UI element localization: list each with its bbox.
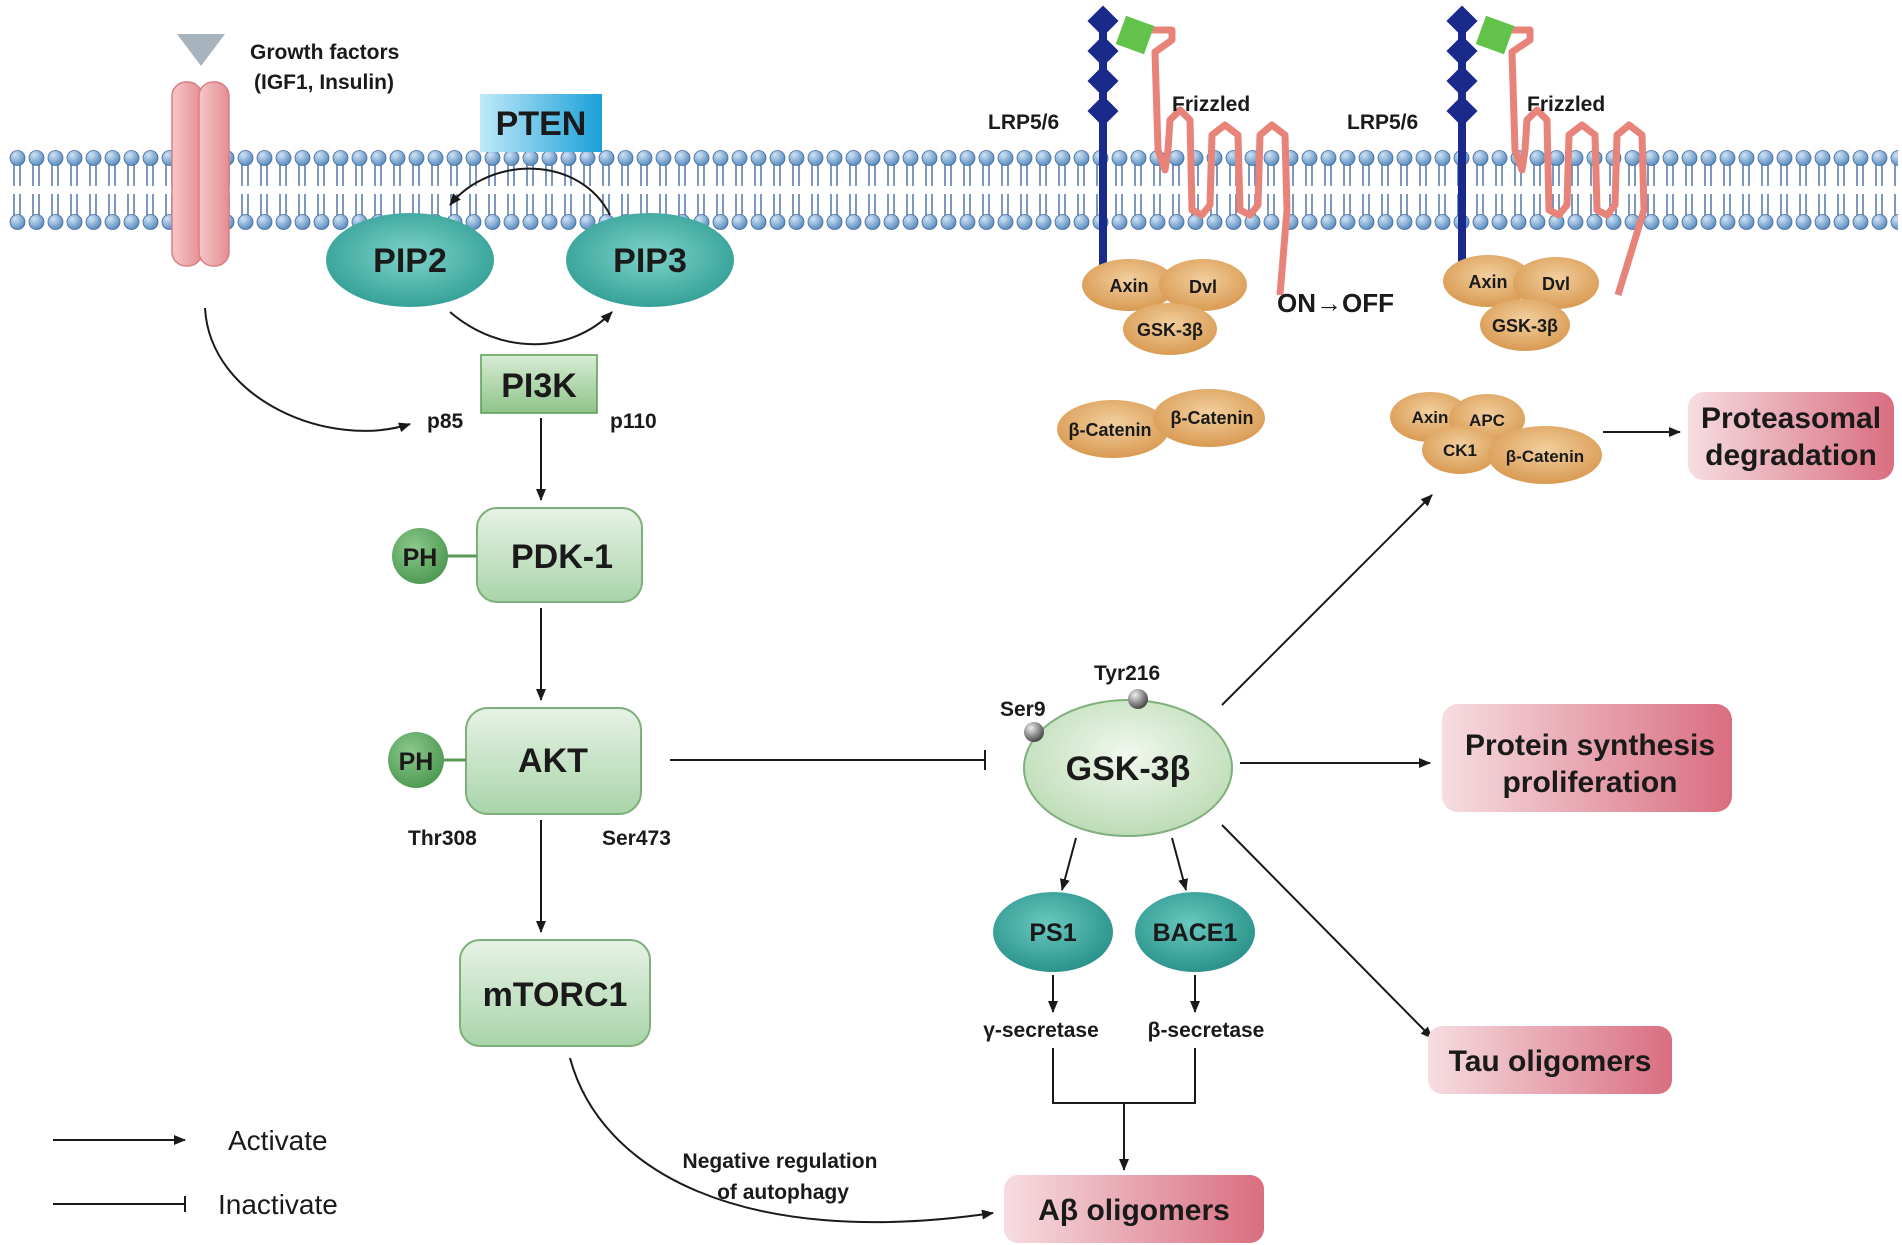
beta-catenin-node-3 bbox=[1488, 426, 1602, 484]
ck1-label: CK1 bbox=[1443, 441, 1477, 460]
dvl-node-2 bbox=[1513, 257, 1599, 309]
pdk1-ph-domain bbox=[392, 528, 448, 584]
cell-membrane bbox=[8, 150, 1898, 230]
gsk3b-to-bace1-arrow bbox=[1171, 837, 1188, 891]
pip2-label: PIP2 bbox=[373, 242, 447, 280]
beta-secretase-label: β-secretase bbox=[1148, 1019, 1265, 1042]
ser9-label: Ser9 bbox=[1000, 698, 1046, 721]
gsk3b-to-complex-arrow bbox=[1221, 494, 1433, 706]
axin-label-1: Axin bbox=[1109, 276, 1148, 296]
bace1-label: BACE1 bbox=[1153, 919, 1238, 947]
axin-label-2: Axin bbox=[1468, 272, 1507, 292]
beta-catenin-node-1 bbox=[1057, 400, 1169, 458]
pdk1-ph-label: PH bbox=[403, 544, 438, 572]
dvl-label-2: Dvl bbox=[1542, 274, 1570, 294]
frizzled-label-1: Frizzled bbox=[1172, 93, 1250, 116]
apc-label: APC bbox=[1469, 411, 1505, 430]
ps1-label: PS1 bbox=[1029, 919, 1076, 947]
beta-catenin-label-1: β-Catenin bbox=[1069, 420, 1152, 440]
gsk3b-to-tau-arrow bbox=[1221, 824, 1433, 1039]
beta-catenin-node-2 bbox=[1153, 389, 1265, 447]
gsk3b-node bbox=[1023, 699, 1233, 837]
gsk3b-small-label-2: GSK-3β bbox=[1492, 316, 1558, 336]
on-off-label: ON→OFF bbox=[1277, 288, 1394, 318]
axin-label-3: Axin bbox=[1412, 408, 1449, 427]
pdk1-label: PDK-1 bbox=[511, 538, 613, 576]
axin-node-2 bbox=[1443, 255, 1533, 307]
growth-factors-label: Growth factors bbox=[250, 41, 399, 64]
p110-label: p110 bbox=[610, 410, 657, 433]
ps1-node bbox=[993, 892, 1113, 972]
pi3k-label: PI3K bbox=[501, 367, 577, 405]
gsk3b-label: GSK-3β bbox=[1066, 750, 1191, 788]
growth-factor-receptor bbox=[171, 34, 230, 267]
protein-synthesis-label: Protein synthesis bbox=[1465, 729, 1715, 762]
growth-factors-sublabel: (IGF1, Insulin) bbox=[254, 71, 394, 94]
proteasomal-degradation-box bbox=[1688, 392, 1894, 480]
mtorc1-box bbox=[459, 939, 651, 1047]
dvl-label-1: Dvl bbox=[1189, 277, 1217, 297]
secretase-merge-line bbox=[1052, 1048, 1196, 1104]
akt-ph-domain bbox=[388, 732, 444, 788]
gsk3b-small-node-1 bbox=[1123, 303, 1217, 355]
legend: Activate Inactivate bbox=[53, 1125, 338, 1220]
pi3k-box bbox=[480, 354, 598, 414]
proliferation-label: proliferation bbox=[1502, 766, 1677, 799]
mtorc1-to-abeta-arrow bbox=[569, 1057, 994, 1224]
gsk3b-to-ps1-arrow bbox=[1060, 837, 1077, 891]
beta-catenin-label-3: β-Catenin bbox=[1506, 447, 1584, 466]
legend-inactivate-label: Inactivate bbox=[218, 1189, 338, 1220]
abeta-oligomers-box bbox=[1004, 1175, 1264, 1243]
of-autophagy-label: of autophagy bbox=[717, 1181, 849, 1204]
pten-box bbox=[480, 94, 602, 152]
axin-node-1 bbox=[1082, 259, 1176, 311]
pten-arrow bbox=[449, 167, 611, 216]
frizzled-label-2: Frizzled bbox=[1527, 93, 1605, 116]
tyr216-label: Tyr216 bbox=[1094, 662, 1160, 685]
akt-label: AKT bbox=[518, 742, 588, 780]
tau-oligomers-label: Tau oligomers bbox=[1449, 1045, 1652, 1078]
gsk3b-small-label-1: GSK-3β bbox=[1137, 320, 1203, 340]
pip2-node bbox=[326, 213, 494, 307]
ser473-label: Ser473 bbox=[602, 827, 671, 850]
pi3k-arrow bbox=[449, 311, 613, 346]
pten-label: PTEN bbox=[496, 105, 587, 143]
tau-oligomers-box bbox=[1428, 1026, 1672, 1094]
degradation-label: degradation bbox=[1705, 439, 1877, 472]
ser9-site bbox=[1024, 722, 1044, 742]
gsk3b-small-node-2 bbox=[1480, 299, 1570, 351]
legend-activate-label: Activate bbox=[228, 1125, 328, 1156]
ck1-node bbox=[1422, 426, 1498, 474]
p85-label: p85 bbox=[427, 410, 464, 433]
thr308-label: Thr308 bbox=[408, 827, 477, 850]
protein-synthesis-box bbox=[1442, 704, 1732, 812]
receptor-to-pi3k-arrow bbox=[204, 307, 411, 433]
gamma-secretase-label: γ-secretase bbox=[983, 1019, 1099, 1042]
proteasomal-label: Proteasomal bbox=[1701, 402, 1881, 435]
beta-catenin-label-2: β-Catenin bbox=[1171, 408, 1254, 428]
negative-regulation-label: Negative regulation bbox=[683, 1150, 878, 1173]
lrp56-label-2: LRP5/6 bbox=[1347, 111, 1418, 134]
pip3-label: PIP3 bbox=[613, 242, 687, 280]
tyr216-site bbox=[1128, 689, 1148, 709]
mtorc1-label: mTORC1 bbox=[483, 976, 628, 1014]
abeta-oligomers-label: Aβ oligomers bbox=[1038, 1194, 1230, 1227]
dvl-node-1 bbox=[1159, 259, 1247, 311]
lrp56-label-1: LRP5/6 bbox=[988, 111, 1059, 134]
akt-ph-label: PH bbox=[399, 748, 434, 776]
pip3-node bbox=[566, 213, 734, 307]
bace1-node bbox=[1135, 892, 1255, 972]
